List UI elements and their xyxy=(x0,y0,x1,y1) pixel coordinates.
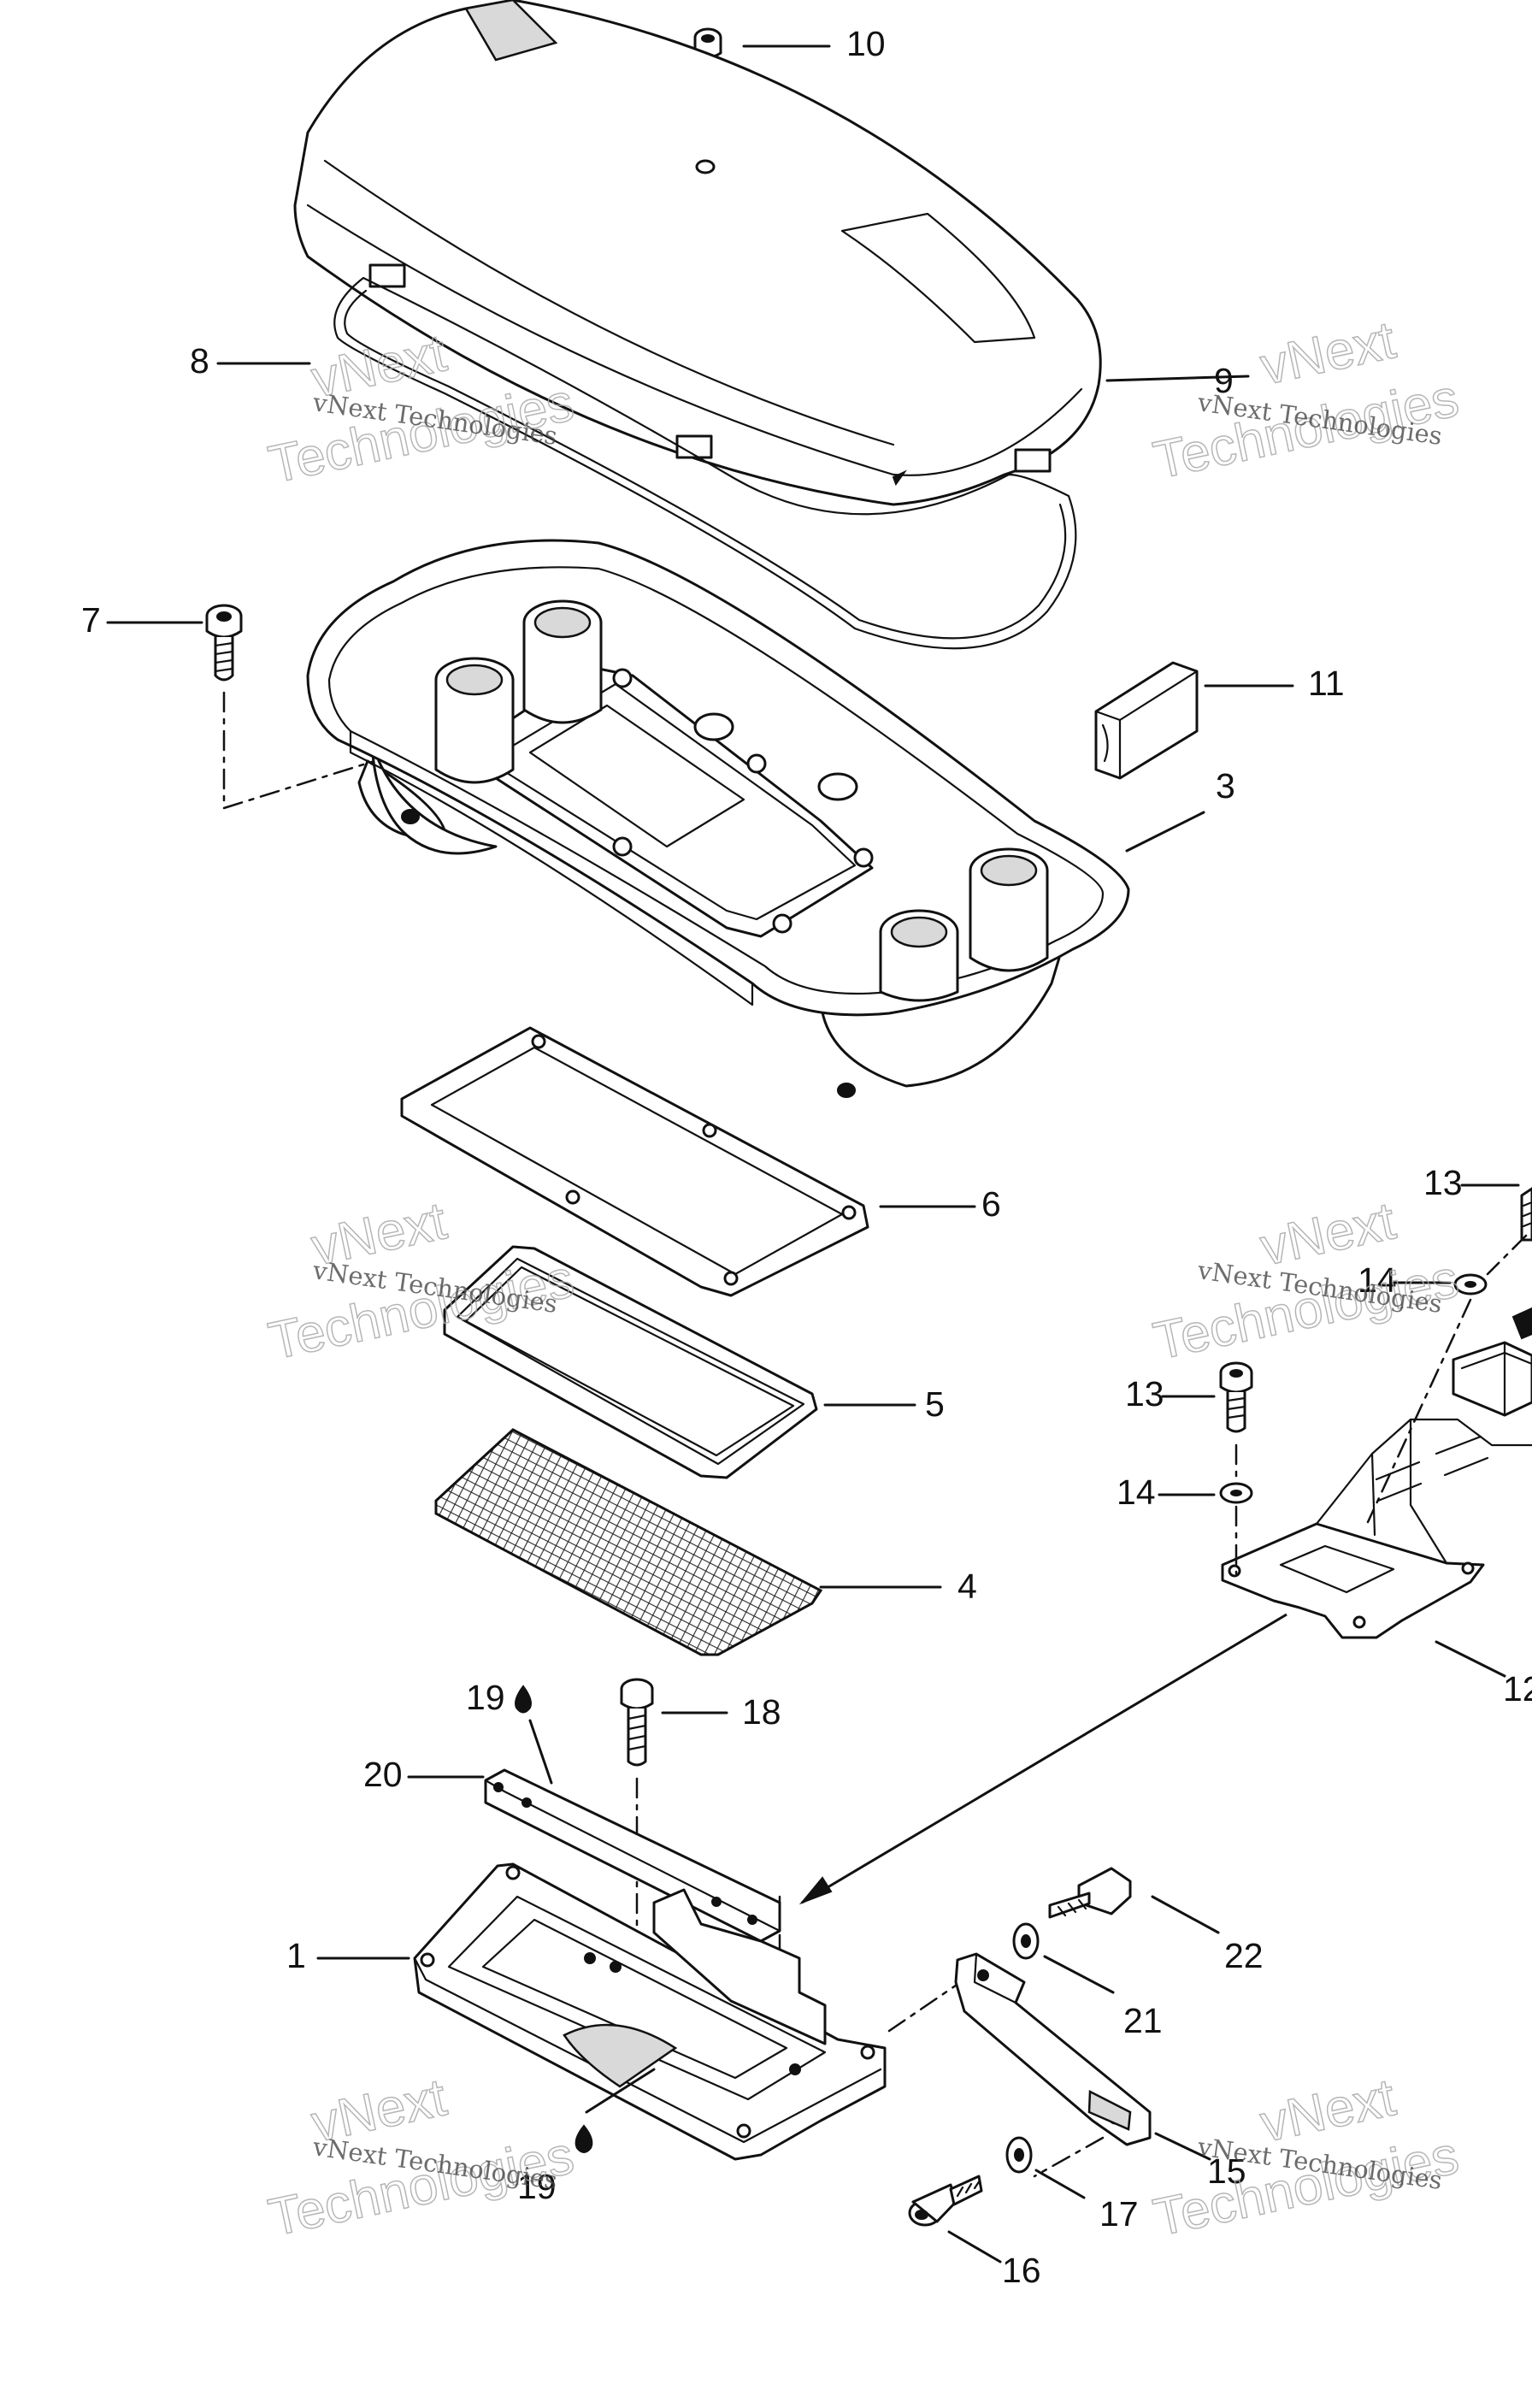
dashline-13a xyxy=(1486,1234,1528,1276)
callout-4: 4 xyxy=(958,1567,977,1606)
callout-5: 5 xyxy=(925,1384,945,1424)
leader-16 xyxy=(947,2230,1002,2263)
callout-19b: 19 xyxy=(517,2167,557,2206)
dashline-17 xyxy=(1033,2136,1105,2178)
drop-icon-lower xyxy=(574,2124,593,2153)
leader-17 xyxy=(1034,2169,1086,2199)
callout-12: 12 xyxy=(1503,1669,1532,1709)
callout-3: 3 xyxy=(1216,766,1235,806)
part-21-washer xyxy=(1012,1922,1040,1960)
part-16-cap-screw xyxy=(908,2175,983,2227)
callout-13b: 13 xyxy=(1125,1374,1164,1414)
part-4-screen-mesh xyxy=(434,1428,823,1656)
assembly-arrow xyxy=(801,1613,1287,1904)
callout-15: 15 xyxy=(1207,2151,1246,2191)
part-15-bracket xyxy=(954,1952,1152,2146)
part-13-screw-upper xyxy=(1520,1187,1532,1242)
part-9-air-box-cover xyxy=(293,0,1102,506)
part-14-washer-upper xyxy=(1453,1273,1488,1295)
part-13-screw-lower xyxy=(1219,1361,1253,1433)
callout-9: 9 xyxy=(1214,361,1234,400)
callout-20: 20 xyxy=(363,1755,403,1794)
callout-13a: 13 xyxy=(1423,1163,1463,1202)
part-17-washer xyxy=(1005,2136,1033,2174)
part-8-cover-gasket xyxy=(333,276,1077,650)
watermark-2: vNext Technologies vNext Technologies xyxy=(1148,310,1464,492)
leader-15 xyxy=(1154,2132,1211,2161)
callout-16: 16 xyxy=(1002,2251,1041,2290)
part-1-mounting-plate xyxy=(413,1862,887,2161)
part-7-screw xyxy=(205,604,243,682)
callout-11: 11 xyxy=(1308,664,1345,703)
leader-3 xyxy=(1125,811,1205,853)
part-11-clip xyxy=(1094,661,1199,780)
callout-1: 1 xyxy=(286,1936,306,1975)
callout-14b: 14 xyxy=(1117,1473,1156,1512)
callout-6: 6 xyxy=(981,1184,1001,1224)
drop-icon xyxy=(515,1685,532,1714)
dashline-7 xyxy=(222,691,404,810)
callout-10: 10 xyxy=(846,24,886,63)
callout-14a: 14 xyxy=(1358,1260,1397,1300)
watermark-5: vNext Technologies vNext Technologies xyxy=(263,2068,580,2249)
leader-21 xyxy=(1043,1955,1115,1994)
watermark-6: vNext Technologies vNext Technologies xyxy=(1148,2068,1464,2249)
watermark-4: vNext Technologies vNext Technologies xyxy=(1148,1191,1464,1372)
leader-22 xyxy=(1151,1895,1220,1934)
callout-18: 18 xyxy=(742,1692,781,1732)
leader-19a xyxy=(528,1719,553,1785)
leader-19b xyxy=(585,2068,656,2114)
part-5-seal xyxy=(443,1245,818,1479)
callout-17: 17 xyxy=(1099,2194,1139,2234)
part-14-washer-lower xyxy=(1219,1482,1253,1504)
part-22-bolt xyxy=(1048,1867,1132,1919)
leader-9 xyxy=(1105,375,1250,382)
callout-22: 22 xyxy=(1224,1936,1264,1975)
part-18-screw xyxy=(620,1678,654,1767)
callout-19a: 19 xyxy=(466,1678,505,1717)
callout-7: 7 xyxy=(81,600,101,640)
part-6-base-gasket xyxy=(400,1026,869,1297)
callout-8: 8 xyxy=(190,341,209,381)
part-3-air-box-base xyxy=(306,539,1130,1098)
part-20-plate xyxy=(484,1768,781,1943)
callout-21: 21 xyxy=(1123,2001,1163,2040)
part-12-bracket xyxy=(1221,1298,1532,1639)
assembly-arrow-head xyxy=(798,1876,833,1905)
leader-12 xyxy=(1435,1640,1506,1678)
